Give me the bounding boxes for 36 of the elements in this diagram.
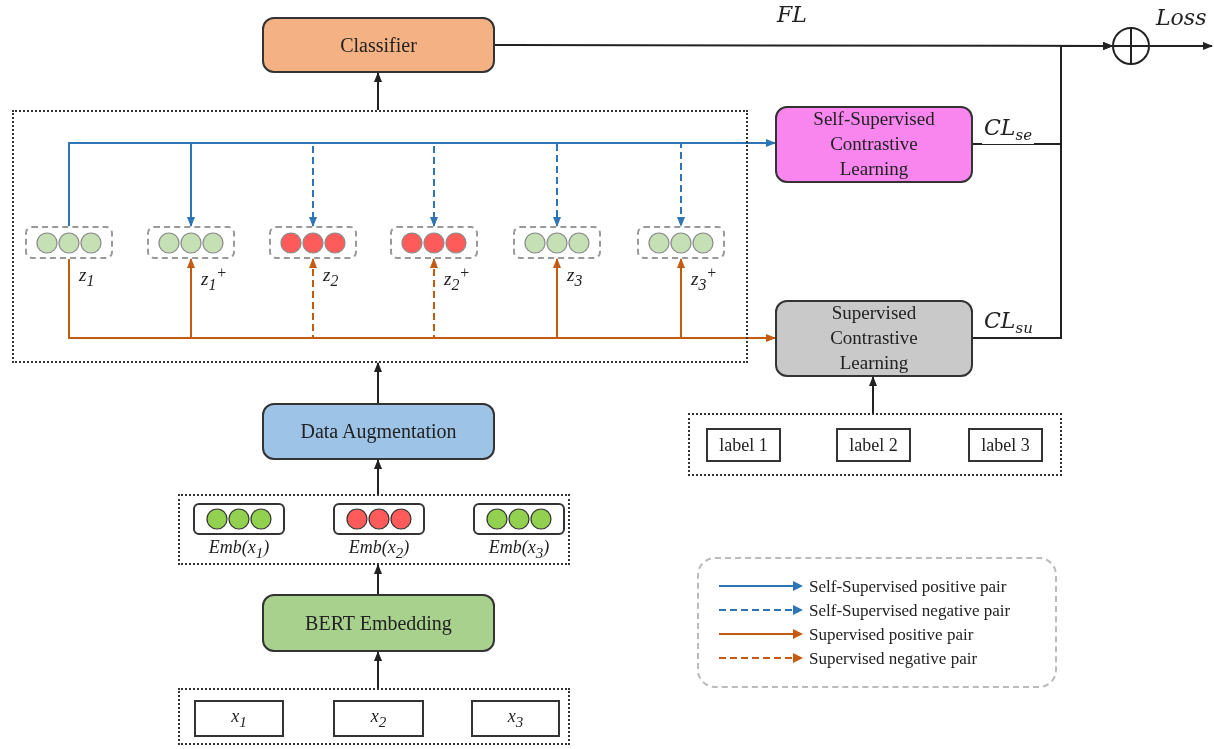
vector-label: Emb(x$_{3}$) [488, 537, 550, 562]
class-label: label 2 [849, 434, 898, 456]
process-box [262, 594, 495, 652]
box-label: BERT Embedding [305, 610, 452, 636]
input-box [194, 700, 284, 737]
group-box [178, 688, 570, 745]
input-label: x$_{2}$ [370, 706, 387, 731]
box-label: Classifier [340, 32, 417, 58]
vector-label: z$_{1}$ [79, 264, 95, 290]
input-label: x$_{1}$ [231, 706, 247, 731]
box-label: Self-Supervised Contrastive Learning [812, 107, 936, 181]
input-box [471, 700, 560, 737]
process-box [775, 106, 973, 183]
process-box [262, 17, 495, 73]
label-box [836, 428, 911, 462]
process-box [775, 300, 973, 377]
vector-label: z$_{3}$ [567, 264, 583, 290]
class-label: label 1 [719, 434, 768, 456]
label-box [706, 428, 781, 462]
input-label: x$_{3}$ [507, 706, 524, 731]
legend-label: Self-Supervised negative pair [809, 601, 1011, 621]
legend-label: Supervised positive pair [809, 625, 974, 645]
class-label: label 3 [981, 434, 1030, 456]
group-box [178, 494, 570, 565]
box-label: Data Augmentation [300, 419, 457, 444]
group-box [688, 413, 1062, 476]
group-box [12, 110, 748, 363]
process-box [262, 403, 495, 460]
legend-label: Supervised negative pair [809, 649, 978, 669]
box-label: Supervised Contrastive Learning [829, 301, 919, 375]
legend-label: Self-Supervised positive pair [809, 577, 1007, 597]
vector-label: Emb(x$_{2}$) [348, 537, 410, 562]
vector-label: Emb(x$_{1}$) [208, 537, 270, 562]
vector-label: z$_{2}$ [323, 264, 339, 290]
input-box [333, 700, 424, 737]
label-box [968, 428, 1043, 462]
